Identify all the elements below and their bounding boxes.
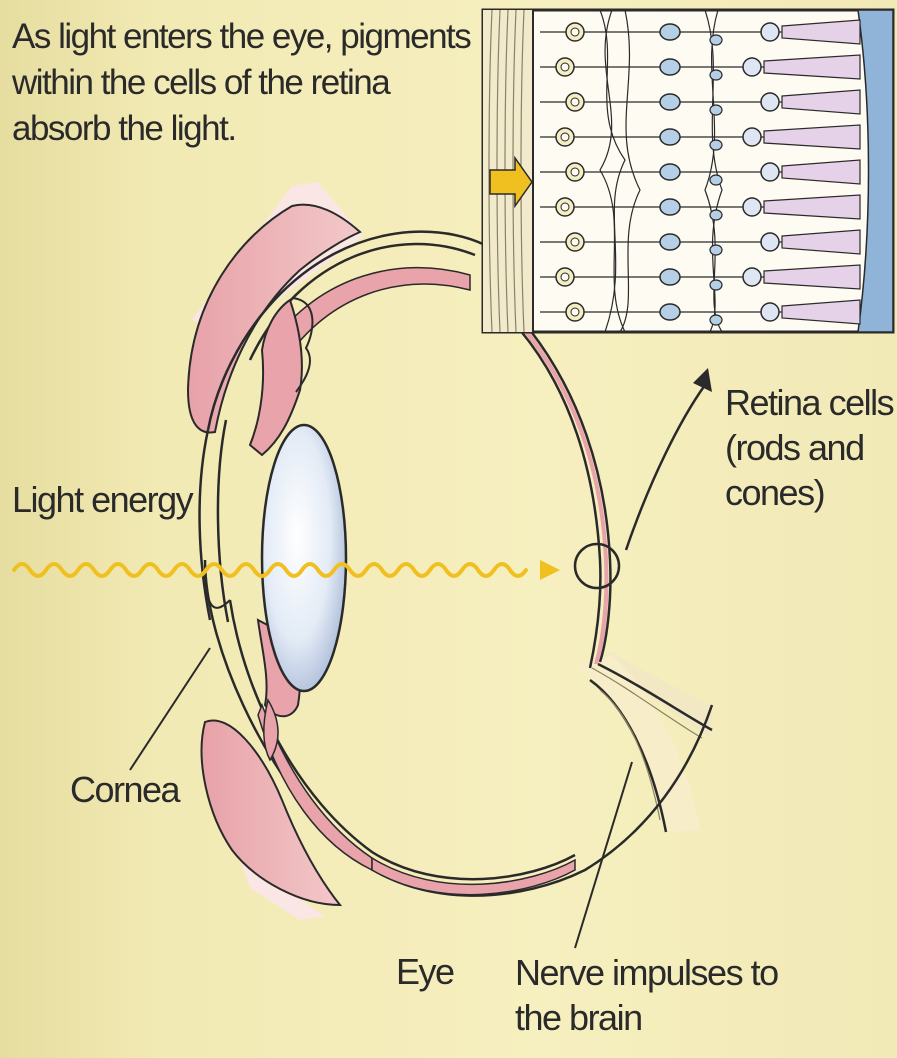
- retina-cells-label: Retina cells (rods and cones): [725, 380, 897, 515]
- diagram-caption: As light enters the eye, pigments within…: [12, 14, 482, 153]
- nerve-impulses-label: Nerve impulses to the brain: [515, 950, 815, 1040]
- retina-focus-circle: [575, 544, 619, 588]
- retina-cells-arrow: [626, 385, 705, 550]
- retina-inset: [483, 10, 893, 332]
- cornea-label: Cornea: [70, 768, 179, 811]
- lens: [262, 425, 346, 691]
- eye-label: Eye: [396, 950, 454, 993]
- optic-nerve: [575, 652, 712, 832]
- light-energy-label: Light energy: [12, 478, 192, 521]
- cornea-leader-line: [130, 648, 210, 770]
- nerve-leader-line: [575, 762, 632, 948]
